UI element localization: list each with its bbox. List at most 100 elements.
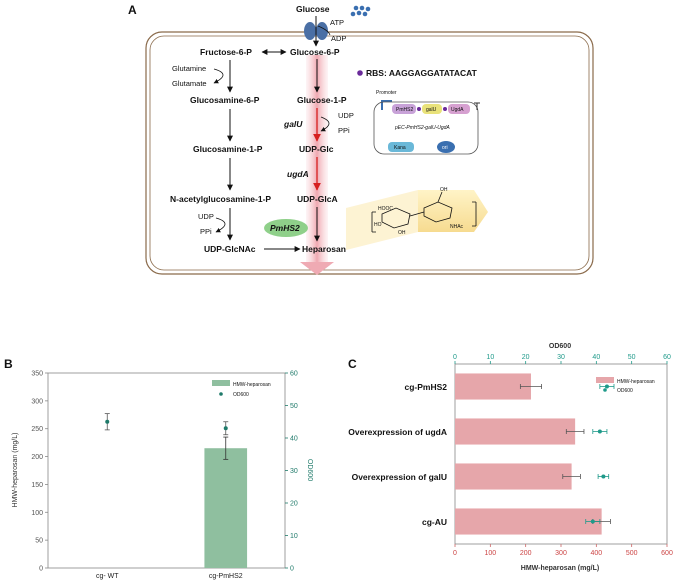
- x2-tick-label: 20: [522, 354, 530, 361]
- kana-label: Kana: [394, 145, 406, 151]
- rbs-mark-icon: [443, 107, 447, 111]
- pmhs2-label: PmHS2: [270, 223, 300, 233]
- panel-c-xlabel: HMW-heparosan (mg/L): [521, 565, 599, 572]
- category-label: cg-PmHS2: [209, 573, 243, 580]
- kana-marker: [388, 142, 414, 152]
- od-point: [223, 426, 228, 431]
- terminator-icon: [474, 102, 480, 110]
- plasmid-name: pEC-PmHS2-galU-UgdA: [394, 125, 450, 131]
- od-point: [601, 474, 606, 479]
- y-tick-label: 200: [31, 454, 43, 461]
- legend-marker-od: [603, 388, 607, 392]
- x-tick-label: 100: [484, 550, 496, 557]
- glutamine-label: Glutamine: [172, 64, 206, 73]
- panel-c-label: C: [348, 357, 357, 371]
- panel-b-label: B: [4, 357, 13, 371]
- od-point: [590, 519, 595, 524]
- y-tick-label: 250: [31, 426, 43, 433]
- plasmid-diagram: Promoter PmHS2 galU UgdA pEC-PmHS2-galU-…: [373, 90, 480, 155]
- x-tick-label: 400: [590, 550, 602, 557]
- x2-tick-label: 30: [557, 354, 565, 361]
- x-tick-label: 300: [555, 550, 567, 557]
- galu-gene-label: galU: [283, 119, 303, 129]
- udp-glca: UDP-GlcA: [297, 194, 338, 204]
- panel-a: A Glucose ATP ADP Glucose-6-P Fructose-6…: [128, 3, 594, 275]
- y-tick-label: 100: [31, 510, 43, 517]
- ori-label: ori: [442, 145, 448, 151]
- rbs-label: RBS: AAGGAGGATATACAT: [366, 68, 478, 78]
- panel-a-label: A: [128, 3, 137, 17]
- glucose-1-p: Glucose-1-P: [297, 95, 347, 105]
- bracket-left: [371, 211, 376, 233]
- heparosan-structure: HOOC OH OH HO NHAc: [346, 187, 488, 250]
- udp-left-arc: [215, 217, 226, 233]
- hooc-label: HOOC: [378, 206, 393, 212]
- x2-tick-label: 60: [663, 354, 671, 361]
- udp-glcnac: UDP-GlcNAc: [204, 244, 256, 254]
- od-point: [604, 384, 609, 389]
- category-label: Overexpression of galU: [352, 472, 447, 482]
- adp-label: ADP: [331, 34, 346, 43]
- udp-left-label: UDP: [198, 212, 214, 221]
- panel-c-od-points: [585, 384, 615, 524]
- glycosidic-bond: [409, 211, 425, 217]
- panel-b-legend: HMW-heparosan OD600: [212, 380, 271, 398]
- legend-marker-od: [219, 392, 223, 396]
- panel-c-legend: HMW-heparosan OD600: [596, 377, 655, 394]
- y-tick-label: 150: [31, 482, 43, 489]
- y-tick-label: 0: [39, 566, 43, 573]
- oh-label-2: OH: [398, 230, 406, 236]
- x-tick-label: 600: [661, 550, 673, 557]
- promoter-label: Promoter: [376, 90, 397, 96]
- glutamate-label: Glutamate: [172, 79, 207, 88]
- y-tick-label: 300: [31, 398, 43, 405]
- nhac-label: NHAc: [450, 224, 464, 230]
- bar: [204, 448, 248, 568]
- panel-c-x2label: OD600: [549, 343, 571, 350]
- bar: [455, 418, 576, 445]
- legend-swatch-heparosan: [596, 377, 614, 383]
- ori-marker: [437, 141, 455, 153]
- od-point: [597, 429, 602, 434]
- gene-pmhs2: [392, 104, 416, 114]
- bar: [455, 463, 572, 490]
- fructose-6-p: Fructose-6-P: [200, 47, 252, 57]
- y2-tick-label: 10: [290, 533, 298, 540]
- gene-pmhs2-label: PmHS2: [396, 107, 413, 113]
- y2-tick-label: 50: [290, 403, 298, 410]
- legend-label-od: OD600: [233, 392, 249, 398]
- y2-tick-label: 0: [290, 566, 294, 573]
- panel-b-ylabel: HMW-heparosan (mg/L): [12, 433, 19, 508]
- x-tick-label: 500: [626, 550, 638, 557]
- glucose-label: Glucose: [296, 4, 330, 14]
- rbs-mark-icon: [417, 107, 421, 111]
- od-point: [105, 419, 110, 424]
- gene-ugda: [448, 104, 470, 114]
- gene-ugda-label: UgdA: [451, 107, 464, 113]
- ho-label: HO: [374, 222, 382, 228]
- y-tick-label: 50: [35, 538, 43, 545]
- legend-label-heparosan: HMW-heparosan: [617, 379, 655, 385]
- ring-1: [381, 207, 411, 229]
- heparosan-label: Heparosan: [302, 244, 346, 254]
- n-acetylglucosamine-1-p: N-acetylglucosamine-1-P: [170, 194, 271, 204]
- bar: [455, 373, 531, 400]
- cell-membrane-outer: [145, 31, 594, 275]
- y2-tick-label: 30: [290, 468, 298, 475]
- ppi-left-label: PPi: [200, 227, 212, 236]
- glutamine-arc: [213, 68, 224, 84]
- cell-membrane-inner: [149, 35, 590, 271]
- y2-tick-label: 40: [290, 436, 298, 443]
- x-tick-label: 200: [520, 550, 532, 557]
- oh-label-1: OH: [440, 187, 448, 193]
- category-label: cg-PmHS2: [404, 382, 447, 392]
- y2-tick-label: 20: [290, 501, 298, 508]
- glucose-molecules-icon: [350, 5, 371, 17]
- panel-b-y2label: OD600: [306, 459, 313, 481]
- ch2oh-bond: [437, 191, 443, 203]
